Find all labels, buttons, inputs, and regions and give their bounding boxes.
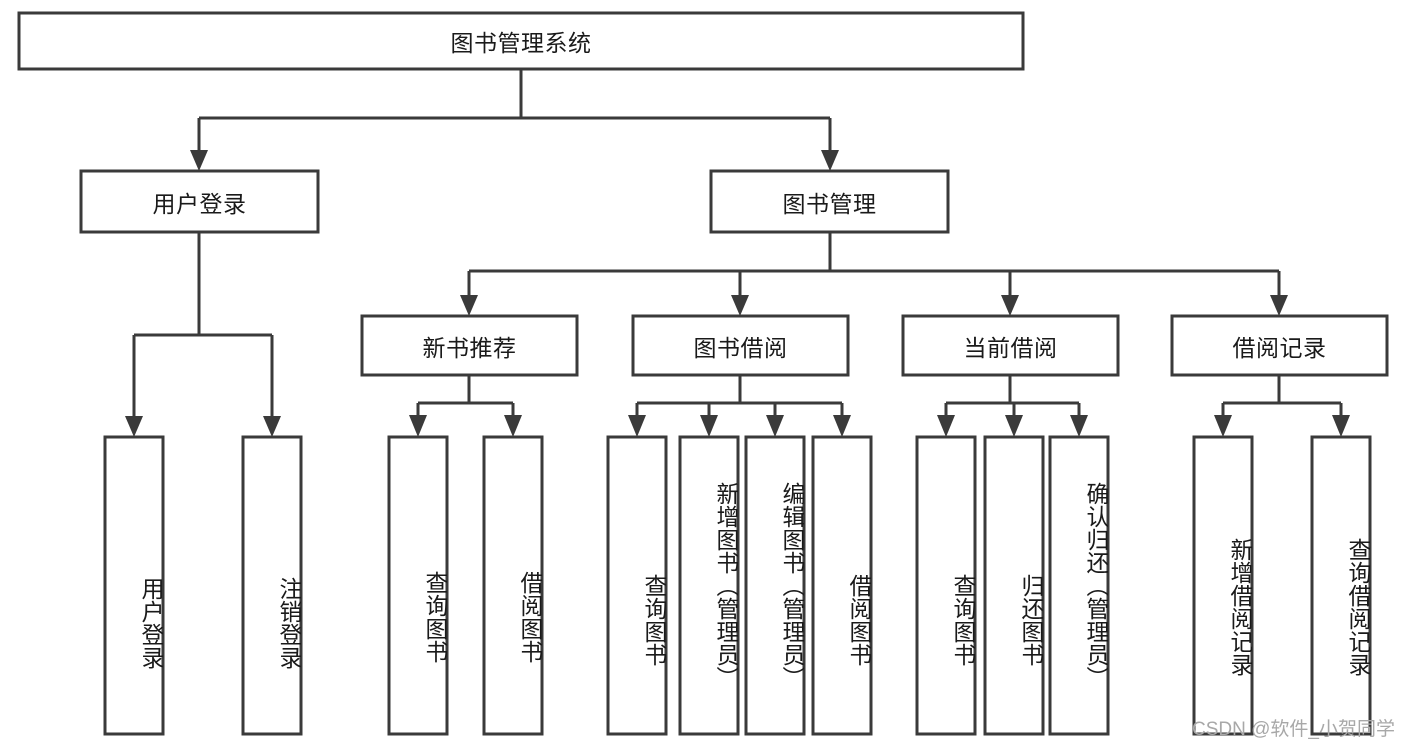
node-box-leaf-user-login-0[interactable] xyxy=(103,435,165,736)
node-label-leaf-book-borrow-2: 编辑图书（管理员） xyxy=(779,482,804,689)
connector-new-book-to-leaves xyxy=(409,375,522,437)
node-box-leaf-new-book-1[interactable] xyxy=(482,435,544,736)
node-label-leaf-current-borrow-0: 查询图书 xyxy=(950,573,975,666)
node-label-leaf-book-borrow-3: 借阅图书 xyxy=(846,573,871,666)
node-box-current-borrow[interactable] xyxy=(901,314,1120,377)
node-label-leaf-current-borrow-1: 归还图书 xyxy=(1018,573,1043,666)
node-label-leaf-borrow-record-1: 查询借阅记录 xyxy=(1345,538,1370,676)
node-box-leaf-new-book-0[interactable] xyxy=(387,435,449,736)
connector-book-borrow-to-leaves xyxy=(628,375,851,437)
node-label-leaf-borrow-record-0: 新增借阅记录 xyxy=(1227,538,1252,676)
connector-book-manage-to-level3 xyxy=(460,232,1288,316)
node-box-leaf-book-borrow-1[interactable] xyxy=(678,435,740,736)
watermark: CSDN @软件_小贺同学 xyxy=(1192,719,1395,740)
node-label-leaf-book-borrow-0: 查询图书 xyxy=(641,573,666,666)
connector-borrow-record-to-leaves xyxy=(1214,375,1350,437)
node-box-leaf-book-borrow-0[interactable] xyxy=(606,435,668,736)
node-label-new-book-recommend: 新书推荐 xyxy=(422,334,517,361)
connector-user-login-to-leaves xyxy=(125,232,281,437)
node-label-book-manage: 图书管理 xyxy=(782,190,877,217)
node-label-leaf-book-borrow-1: 新增图书（管理员） xyxy=(713,482,738,689)
node-label-root: 图书管理系统 xyxy=(450,30,592,56)
node-label-borrow-record: 借阅记录 xyxy=(1232,334,1327,361)
node-label-book-borrow: 图书借阅 xyxy=(693,334,788,361)
node-box-leaf-user-login-1[interactable] xyxy=(241,435,303,736)
node-label-current-borrow: 当前借阅 xyxy=(963,334,1058,361)
node-box-leaf-current-borrow-1[interactable] xyxy=(983,435,1045,736)
connector-current-borrow-to-leaves xyxy=(937,375,1088,437)
node-box-leaf-current-borrow-0[interactable] xyxy=(915,435,977,736)
node-label-leaf-user-login-0: 用户登录 xyxy=(138,577,163,669)
node-label-leaf-user-login-1: 注销登录 xyxy=(276,577,301,669)
node-label-user-login: 用户登录 xyxy=(152,190,247,217)
node-box-leaf-current-borrow-2[interactable] xyxy=(1048,435,1110,736)
node-box-leaf-book-borrow-3[interactable] xyxy=(811,435,873,736)
node-label-leaf-new-book-0: 查询图书 xyxy=(422,571,447,663)
node-label-leaf-new-book-1: 借阅图书 xyxy=(517,571,542,663)
node-box-new-book-recommend[interactable] xyxy=(360,314,579,377)
connector-root-to-level2 xyxy=(190,69,839,171)
node-box-user-login[interactable] xyxy=(79,169,320,234)
node-label-leaf-current-borrow-2: 确认归还（管理员） xyxy=(1083,482,1108,689)
node-box-leaf-borrow-record-1[interactable] xyxy=(1310,435,1372,736)
node-box-root[interactable] xyxy=(17,11,1025,71)
node-box-leaf-borrow-record-0[interactable] xyxy=(1192,435,1254,736)
